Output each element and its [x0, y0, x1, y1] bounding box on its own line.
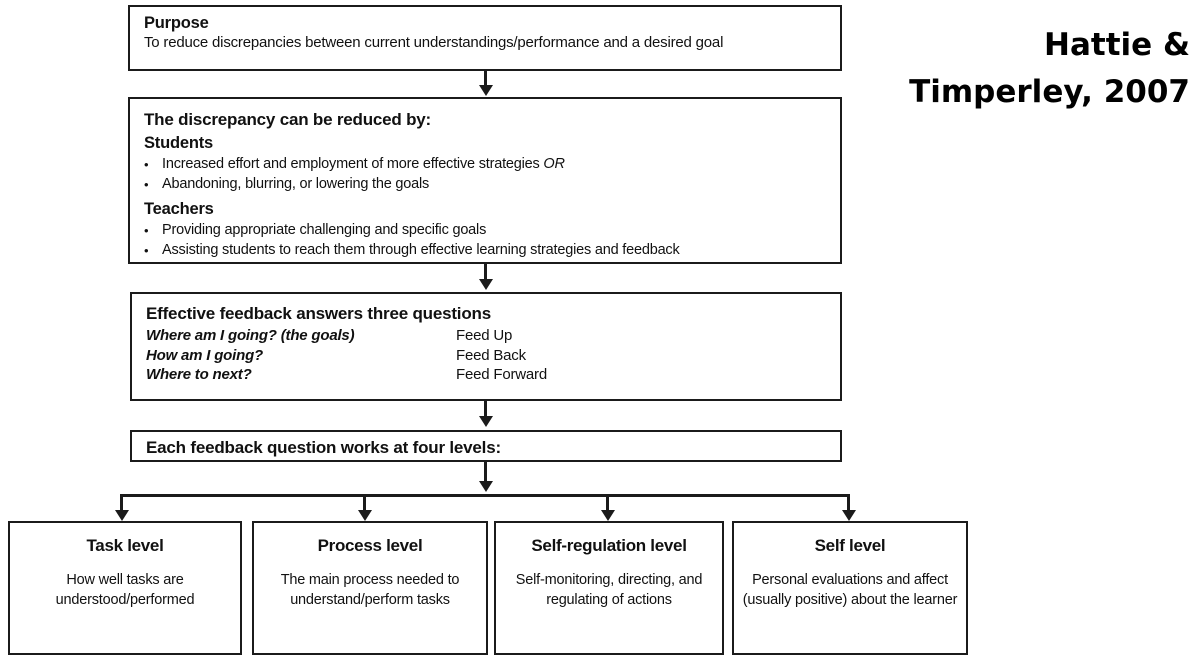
students-label: Students — [144, 134, 213, 152]
teachers-bullet-text: Providing appropriate challenging and sp… — [162, 222, 487, 238]
bullet-dot-icon: • — [144, 223, 149, 238]
purpose-text: To reduce discrepancies between current … — [144, 34, 724, 51]
teachers-bullet: • Providing appropriate challenging and … — [144, 221, 840, 241]
citation-line-2: Timperley, 2007 — [909, 74, 1190, 110]
question-text: Where to next? — [146, 366, 252, 383]
question-row: How am I going? Feed Back — [146, 346, 840, 366]
discrepancy-box: The discrepancy can be reduced by: Stude… — [128, 97, 842, 264]
arrowhead-questions-to-levels — [478, 416, 493, 427]
question-row: Where am I going? (the goals) Feed Up — [146, 326, 840, 346]
answer-text: Feed Forward — [456, 366, 547, 383]
process-level-title: Process level — [317, 536, 423, 555]
purpose-title: Purpose — [144, 14, 209, 32]
connector-questions-to-levels — [484, 401, 487, 417]
teachers-bullet-text: Assisting students to reach them through… — [162, 241, 680, 258]
students-bullet-text: Increased effort and employment of more … — [162, 156, 565, 172]
self-level-title: Self level — [814, 536, 886, 555]
arrowhead-self-regulation-level — [600, 510, 615, 521]
purpose-box: Purpose To reduce discrepancies between … — [128, 5, 842, 71]
citation-line-1: Hattie & — [1044, 27, 1190, 63]
levels-intro-heading: Each feedback question works at four lev… — [146, 438, 501, 457]
connector-bar-to-self-regulation-level — [606, 494, 609, 513]
teachers-bullet: • Assisting students to reach them throu… — [144, 241, 840, 261]
arrowhead-levels-to-bar — [478, 481, 493, 492]
connector-discrepancy-to-questions — [484, 264, 487, 280]
arrowhead-process-level — [357, 510, 372, 521]
arrowhead-task-level — [114, 510, 129, 521]
teachers-label: Teachers — [144, 200, 214, 218]
questions-heading: Effective feedback answers three questio… — [146, 304, 491, 323]
task-level-description: How well tasks are understood/performed — [55, 572, 195, 608]
citation-label: Hattie & Timperley, 2007 — [900, 22, 1198, 116]
connector-bar-to-self-level — [847, 494, 850, 513]
connector-bar-to-process-level — [363, 494, 366, 513]
process-level-description: The main process needed to understand/pe… — [280, 572, 460, 608]
distribution-bar — [120, 494, 850, 497]
question-text: Where am I going? (the goals) — [146, 327, 355, 344]
students-bullet-text: Abandoning, blurring, or lowering the go… — [162, 175, 430, 192]
connector-bar-to-task-level — [120, 494, 123, 513]
bullet-dot-icon: • — [144, 157, 149, 172]
self-regulation-level-description: Self-monitoring, directing, and regulati… — [515, 572, 703, 608]
arrowhead-purpose-to-discrepancy — [478, 85, 493, 96]
levels-intro-box: Each feedback question works at four lev… — [130, 430, 842, 462]
connector-levels-to-bar — [484, 462, 487, 482]
self-level-description: Personal evaluations and affect (usually… — [742, 572, 958, 608]
discrepancy-heading: The discrepancy can be reduced by: — [144, 110, 432, 129]
self-regulation-level-title: Self-regulation level — [531, 536, 687, 555]
process-level-box: Process level The main process needed to… — [252, 521, 488, 655]
students-bullet: • Increased effort and employment of mor… — [144, 155, 840, 175]
self-regulation-level-box: Self-regulation level Self-monitoring, d… — [494, 521, 724, 655]
questions-box: Effective feedback answers three questio… — [130, 292, 842, 401]
connector-purpose-to-discrepancy — [484, 71, 487, 86]
answer-text: Feed Back — [456, 346, 526, 364]
self-level-box: Self level Personal evaluations and affe… — [732, 521, 968, 655]
question-text: How am I going? — [146, 346, 263, 364]
answer-text: Feed Up — [456, 327, 513, 344]
arrowhead-self-level — [841, 510, 856, 521]
question-row: Where to next? Feed Forward — [146, 365, 840, 385]
arrowhead-discrepancy-to-questions — [478, 279, 493, 290]
bullet-dot-icon: • — [144, 176, 149, 192]
students-bullet: • Abandoning, blurring, or lowering the … — [144, 175, 840, 195]
bullet-dot-icon: • — [144, 242, 149, 258]
task-level-box: Task level How well tasks are understood… — [8, 521, 242, 655]
task-level-title: Task level — [86, 536, 164, 555]
